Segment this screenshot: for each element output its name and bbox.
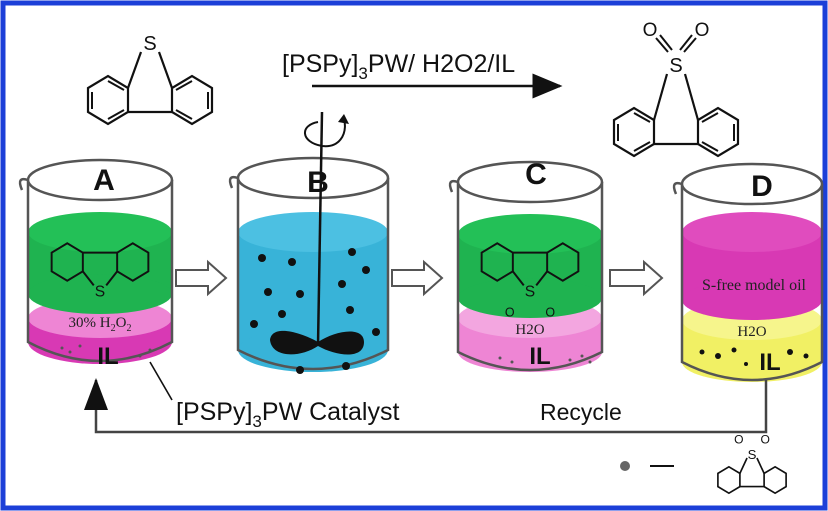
sulfone-oxygen-left: O — [643, 20, 658, 41]
beaker-c-water-label: H2O — [515, 322, 544, 338]
stirrer-paddle — [270, 330, 364, 355]
beaker-c: C S O O H2O IL — [448, 158, 604, 372]
beaker-d-il-label: IL — [759, 349, 780, 376]
legend: S O O — [620, 433, 787, 495]
beaker-d-water-label: H2O — [737, 324, 766, 340]
catalyst-particles — [250, 248, 380, 374]
svg-text:O: O — [760, 433, 769, 447]
beaker-b: B — [228, 111, 390, 374]
catalyst-pointer — [149, 361, 173, 401]
dibenzothiophene-structure: S — [86, 33, 214, 126]
beaker-d: D S-free model oil H2O IL — [672, 162, 824, 382]
reagent-label: [PSPy]3PW/ H2O2/IL — [282, 50, 515, 83]
sulfone-sulfur-label: S — [669, 55, 682, 77]
stirrer-shaft — [316, 111, 324, 346]
beaker-a-phase-label: 30% H2O2 — [69, 315, 132, 334]
recycle-label: Recycle — [540, 399, 622, 425]
il-particles — [60, 344, 592, 364]
catalyst-label: [PSPy]3PW Catalyst — [176, 398, 399, 431]
process-arrows — [175, 259, 664, 297]
recycle-arrowhead — [84, 378, 108, 410]
svg-text:S: S — [525, 283, 535, 300]
beaker-c-letter: C — [525, 158, 547, 191]
beaker-d-letter: D — [751, 170, 773, 203]
sulfone-oxygen-right: O — [695, 20, 710, 41]
beaker-a: A S 30% H2O2 IL — [18, 158, 174, 370]
svg-text:S: S — [95, 283, 105, 300]
stirring-arrow-icon — [304, 117, 346, 148]
beaker-c-il-label: IL — [529, 343, 550, 370]
beaker-d-oil-label: S-free model oil — [702, 277, 807, 294]
dibenzothiophene-sulfone-structure: S O O — [612, 20, 740, 158]
legend-sulfone-structure: S O O — [717, 433, 787, 495]
svg-text:O: O — [505, 306, 515, 320]
svg-text:O: O — [734, 433, 743, 447]
beaker-a-il-label: IL — [97, 343, 118, 370]
svg-text:S: S — [748, 447, 757, 462]
beaker-a-letter: A — [93, 164, 115, 197]
svg-text:O: O — [545, 306, 555, 320]
legend-particle-icon — [620, 461, 630, 471]
beaker-b-letter: B — [307, 166, 329, 199]
sulfur-atom-label: S — [143, 33, 156, 55]
